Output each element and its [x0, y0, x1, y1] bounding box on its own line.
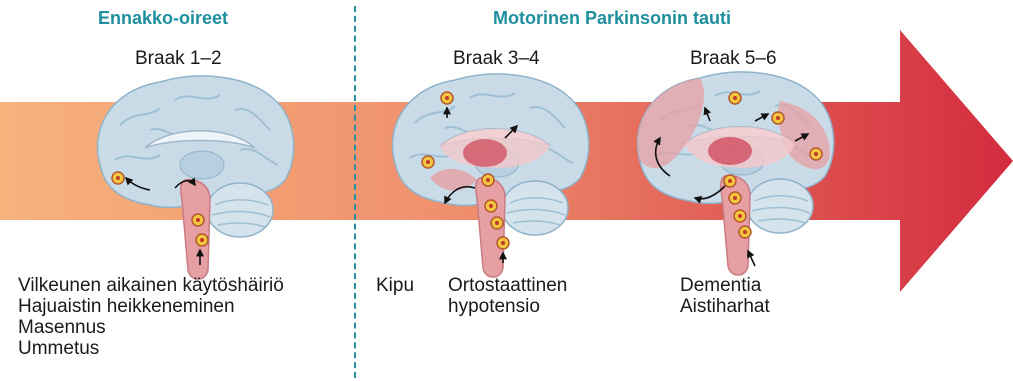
stage-label-3-4: Braak 3–4 — [453, 48, 540, 70]
stage-label-5-6: Braak 5–6 — [690, 48, 777, 70]
brain-braak-3-4 — [393, 74, 589, 277]
symptom-item: hypotensio — [448, 296, 567, 317]
symptom-item: Kipu — [376, 275, 414, 296]
symptom-item: Vilkeunen aikainen käytöshäiriö — [18, 275, 284, 296]
symptom-list-early: Vilkeunen aikainen käytöshäiriö Hajuaist… — [18, 275, 284, 359]
brain-braak-5-6 — [638, 72, 834, 275]
phase-divider — [354, 6, 356, 378]
brain-braak-1-2 — [98, 76, 294, 279]
heading-prodromal: Ennakko-oireet — [98, 8, 228, 29]
heading-motor: Motorinen Parkinsonin tauti — [493, 8, 731, 29]
symptom-item: Dementia — [680, 275, 770, 296]
symptom-item: Ummetus — [18, 338, 284, 359]
symptom-item: Hajuaistin heikkeneminen — [18, 296, 284, 317]
stage-label-1-2: Braak 1–2 — [135, 48, 222, 70]
symptom-item: Aistiharhat — [680, 296, 770, 317]
symptom-list-middle-left: Kipu — [376, 275, 414, 296]
symptom-item: Ortostaattinen — [448, 275, 567, 296]
symptom-item: Masennus — [18, 317, 284, 338]
symptom-list-middle-right: Ortostaattinen hypotensio — [448, 275, 567, 317]
symptom-list-late: Dementia Aistiharhat — [680, 275, 770, 317]
